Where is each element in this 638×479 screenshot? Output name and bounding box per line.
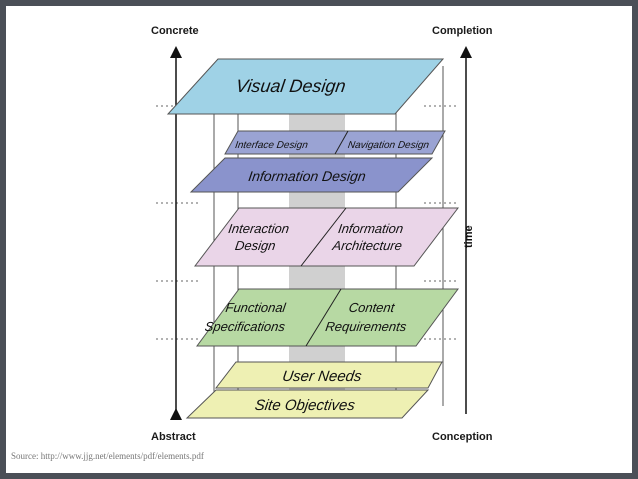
plane-user-needs: User Needs [214, 361, 443, 389]
plane-user-needs-label: User Needs [281, 368, 363, 385]
plane-site-objectives-label: Site Objectives [254, 397, 357, 414]
time-axis-label: time [463, 225, 475, 248]
source-citation: Source: http://www.jjg.net/elements/pdf/… [11, 451, 204, 461]
elements-diagram: time Visual Design Interface Design Navi… [156, 46, 475, 420]
corner-label-concrete: Concrete [151, 25, 199, 37]
plane-site-objectives-shape [185, 389, 430, 419]
plane-interaction-architecture: Interaction Design Information Architect… [193, 207, 460, 267]
plane-visual-shape [166, 58, 445, 115]
plane-interface-label: Interface Design [234, 140, 309, 151]
plane-architecture-label-1: Information [337, 221, 404, 236]
plane-user-needs-shape [214, 361, 443, 389]
plane-interaction-shape [193, 207, 460, 267]
plane-navigation-label: Navigation Design [347, 140, 430, 151]
plane-interface-shape [224, 130, 446, 155]
plane-interaction-label-1: Interaction [227, 221, 290, 236]
plane-content-label-1: Content [348, 300, 397, 315]
plane-site-objectives: Site Objectives [185, 389, 430, 419]
plane-functional-shape [196, 288, 459, 347]
plane-visual-design: Visual Design [166, 58, 445, 115]
slide: Concrete Completion Abstract Conception … [6, 6, 632, 473]
corner-label-conception: Conception [432, 431, 493, 443]
plane-functional-label-1: Functional [225, 300, 288, 315]
plane-functional-content: Functional Specifications Content Requir… [196, 288, 459, 347]
corner-label-completion: Completion [432, 25, 493, 37]
plane-content-label-2: Requirements [324, 319, 407, 334]
corner-label-abstract: Abstract [151, 431, 196, 443]
plane-visual-label: Visual Design [235, 76, 347, 96]
plane-information-design: Information Design [189, 157, 434, 193]
plane-interaction-label-2: Design [234, 238, 277, 253]
plane-information-label: Information Design [247, 168, 367, 184]
plane-interface-navigation: Interface Design Navigation Design [224, 130, 446, 155]
plane-information-shape [189, 157, 434, 193]
plane-architecture-label-2: Architecture [331, 238, 403, 253]
plane-functional-label-2: Specifications [204, 319, 287, 334]
